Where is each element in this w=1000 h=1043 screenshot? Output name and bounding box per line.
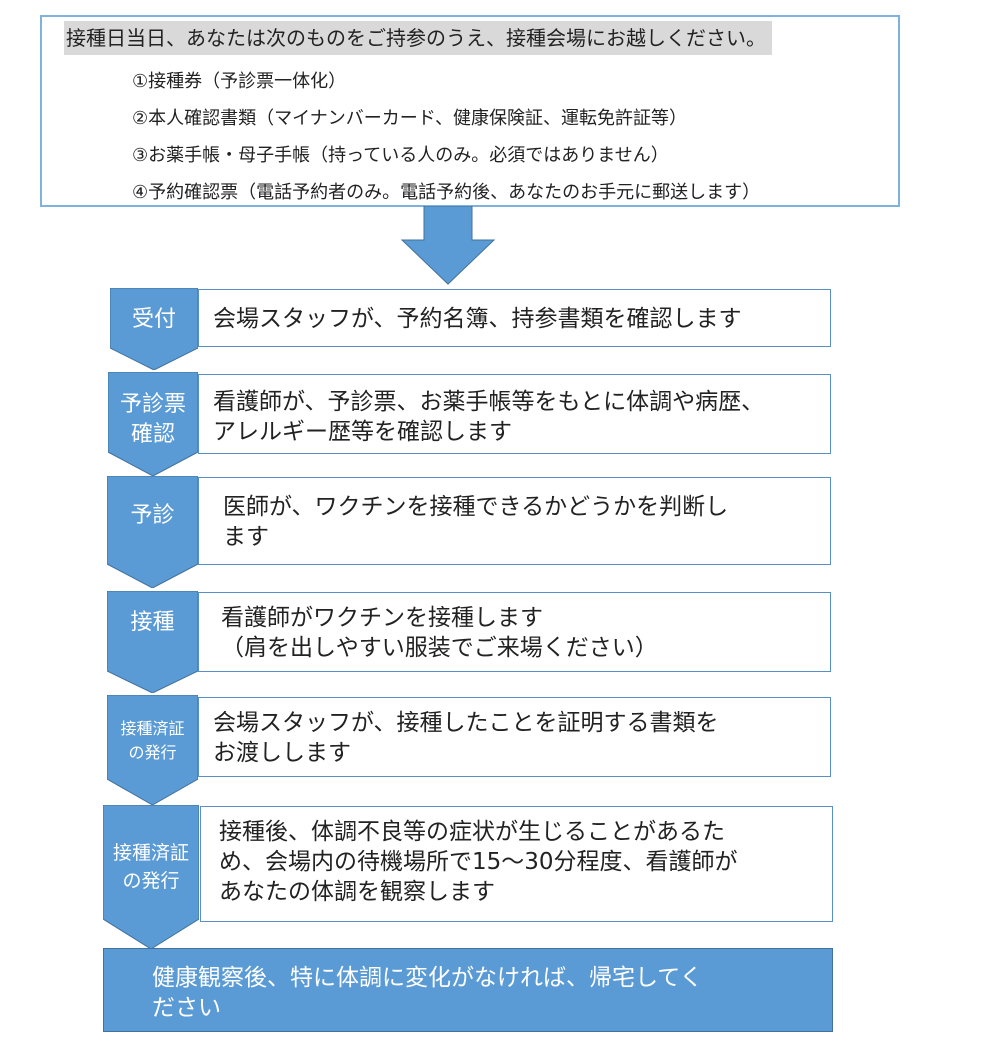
step-vaccination-description: 看護師がワクチンを接種します （肩を出しやすい服装でご来場ください） [198,592,831,672]
down-arrow-icon [400,206,496,285]
final-instruction: 健康観察後、特に体調に変化がなければ、帰宅してく ださい [103,948,833,1032]
intro-heading: 接種日当日、あなたは次のものをご持参のうえ、接種会場にお越しください。 [64,21,772,55]
step-certificate-description: 会場スタッフが、接種したことを証明する書類を お渡しします [198,697,831,777]
step-observation-chevron: 接種済証 の発行 [103,805,199,949]
step-label: 予診票 確認 [119,392,186,447]
item-1: ①接種券（予診票一体化） [132,71,347,92]
step-reception-description: 会場スタッフが、予約名簿、持参書類を確認します [198,289,831,347]
step-certificate-chevron: 接種済証 の発行 [107,695,198,805]
item-3: ③お薬手帳・母子手帳（持っている人のみ。必須ではありません） [132,145,669,166]
step-label: 予診 [130,503,175,528]
step-label: 受付 [131,307,176,332]
step-questionnaire-chevron: 予診票 確認 [108,372,198,476]
step-reception-chevron: 受付 [110,288,198,370]
items-to-bring-box: 接種日当日、あなたは次のものをご持参のうえ、接種会場にお越しください。 ①接種券… [40,15,900,207]
step-label: 接種済証 の発行 [112,842,189,892]
step-examination-description: 医師が、ワクチンを接種できるかどうかを判断し ます [198,477,831,565]
step-label: 接種済証 の発行 [120,719,185,762]
step-observation-description: 接種後、体調不良等の症状が生じることがあるた め、会場内の待機場所で15～30分… [200,806,833,922]
step-examination-chevron: 予診 [107,476,198,588]
item-4: ④予約確認票（電話予約者のみ。電話予約後、あなたのお手元に郵送します） [132,182,761,203]
step-questionnaire-description: 看護師が、予診票、お薬手帳等をもとに体調や病歴、 アレルギー歴等を確認します [198,374,831,454]
step-label: 接種 [130,610,175,635]
items-list: ①接種券（予診票一体化） ②本人確認書類（マイナンバーカード、健康保険証、運転免… [132,63,760,211]
step-vaccination-chevron: 接種 [107,591,198,693]
item-2: ②本人確認書類（マイナンバーカード、健康保険証、運転免許証等） [132,108,688,129]
